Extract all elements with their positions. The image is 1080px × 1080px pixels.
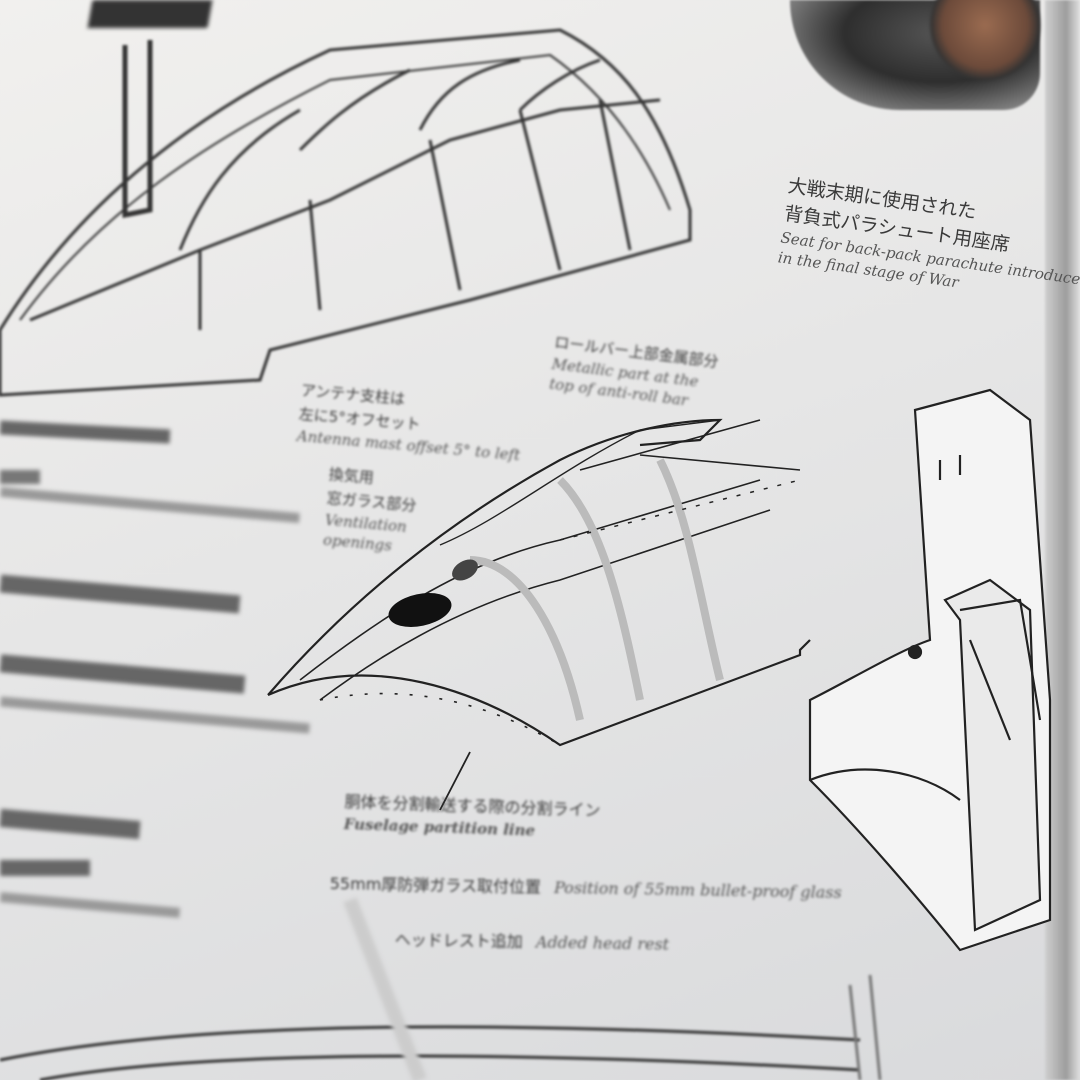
- headrest-caption-jp: ヘッドレスト追加: [394, 929, 523, 952]
- headrest-caption: ヘッドレスト追加 Added head rest: [395, 928, 670, 957]
- canopy-drawing-top: [0, 28, 692, 397]
- canopy-drawing-bottom: [0, 974, 882, 1080]
- canopy-drawing-middle: [267, 418, 811, 811]
- shadow-lines: [343, 897, 427, 1080]
- headrest-caption-en: Added head rest: [535, 932, 670, 954]
- ventilation-opening: [388, 592, 452, 628]
- partition-caption: 胴体を分割輸送する際の分割ライン Fuselage partition line: [343, 790, 600, 843]
- seat-drawing: [808, 388, 1052, 952]
- ventilation-caption: 換気用 窓ガラス部分 Ventilation openings: [322, 462, 419, 557]
- glass-caption-jp: 55mm厚防弾ガラス取付位置: [329, 873, 542, 897]
- glass-caption-en: Position of 55mm bullet-proof glass: [553, 877, 842, 902]
